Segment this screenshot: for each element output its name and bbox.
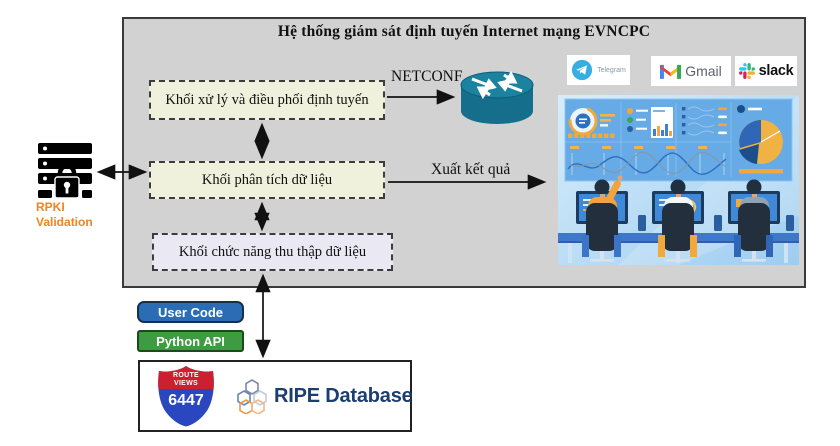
block-routing-label: Khối xử lý và điều phối định tuyến (165, 91, 369, 108)
user-code-badge: User Code (137, 301, 244, 323)
block-collection-label: Khối chức năng thu thập dữ liệu (178, 243, 367, 260)
block-routing-control: Khối xử lý và điều phối định tuyến (149, 80, 385, 120)
python-api-badge: Python API (137, 330, 244, 352)
rpki-line1: RPKI (36, 200, 65, 214)
slack-badge: slack (735, 56, 797, 86)
rpki-line2: Validation (36, 215, 93, 229)
diagram-title: Hệ thống giám sát định tuyến Internet mạ… (277, 23, 651, 40)
block-data-collection: Khối chức năng thu thập dữ liệu (152, 233, 393, 271)
gmail-icon (660, 64, 682, 79)
rpki-validation-label: RPKI Validation (36, 200, 116, 230)
slack-label: slack (758, 63, 794, 79)
router-icon (460, 70, 534, 124)
netconf-label: NETCONF (391, 68, 463, 85)
server-lock-icon (38, 143, 92, 199)
routeviews-line2: VIEWS (173, 380, 199, 387)
monitoring-room-illustration (558, 95, 799, 265)
routeviews-line1: ROUTE (173, 372, 199, 379)
export-results-label: Xuất kết quả (431, 161, 511, 178)
ripe-database-logo: RIPE Database (236, 378, 413, 414)
telegram-badge: Telegram (567, 55, 630, 85)
user-code-label: User Code (157, 304, 224, 320)
gmail-label: Gmail (685, 63, 722, 79)
ripe-database-label: RIPE Database (274, 384, 413, 407)
python-api-label: Python API (156, 333, 225, 349)
routeviews-shield-icon (157, 365, 215, 428)
block-data-analysis: Khối phân tích dữ liệu (149, 161, 385, 199)
ripe-hexagons-icon (237, 379, 267, 414)
routeviews-logo: ROUTE VIEWS 6447 (156, 364, 216, 428)
routeviews-asn: 6447 (168, 392, 204, 409)
gmail-badge: Gmail (651, 56, 731, 86)
telegram-label: Telegram (597, 66, 626, 74)
slack-icon (738, 63, 755, 79)
telegram-icon (572, 59, 593, 81)
block-analysis-label: Khối phân tích dữ liệu (201, 171, 333, 188)
